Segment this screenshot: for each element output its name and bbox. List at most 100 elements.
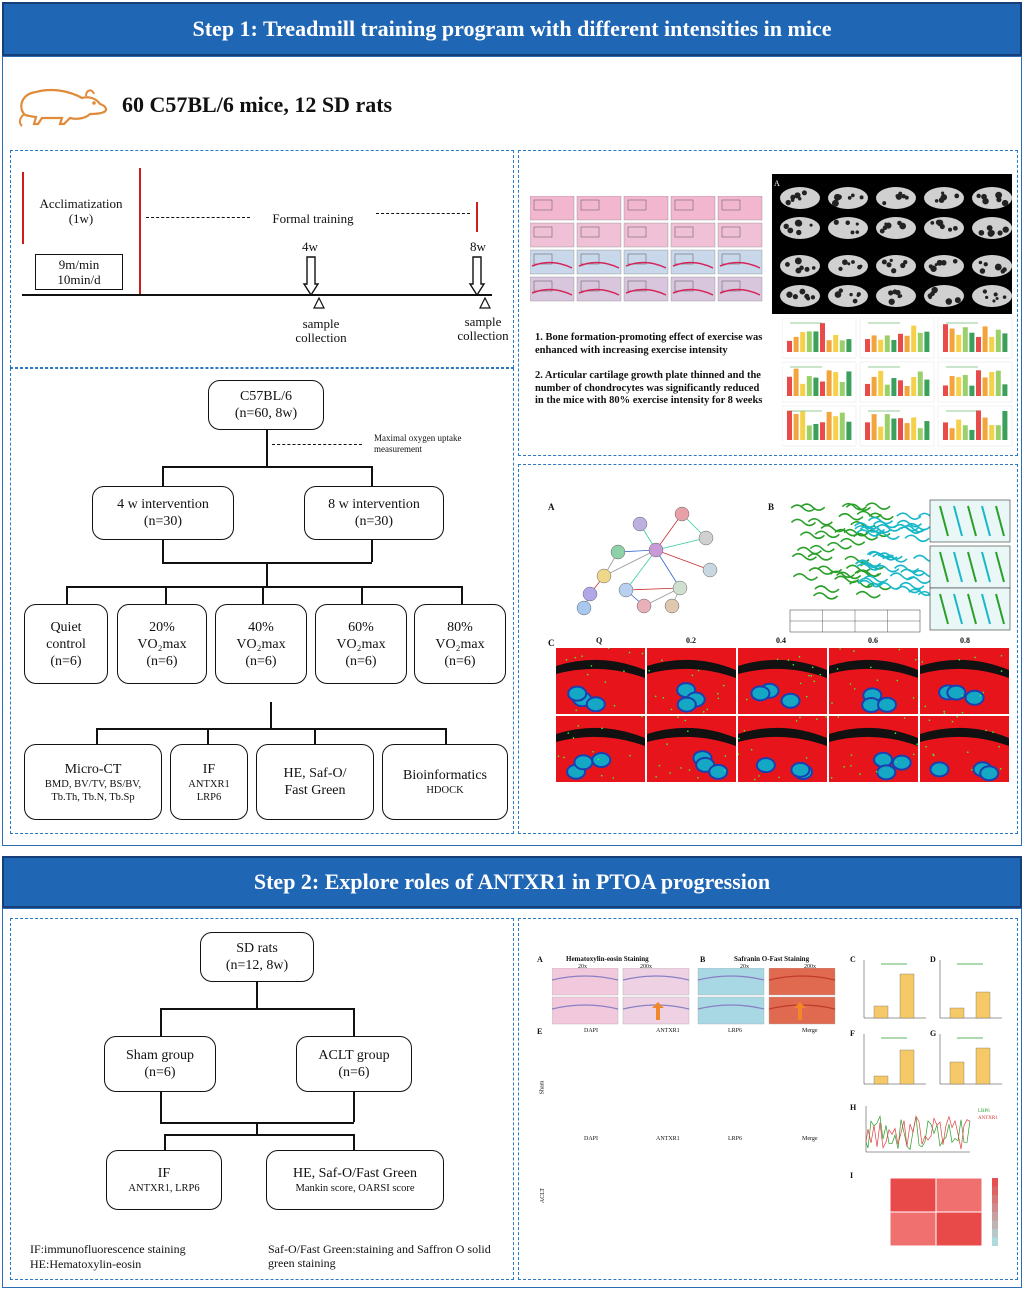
mini-bar (820, 422, 825, 440)
group-box-20: 20% VO₂max (n=6) (117, 604, 207, 684)
histology-zoom-box (580, 226, 600, 238)
protein-helix (856, 510, 882, 519)
microct-pore (838, 288, 844, 293)
microct-pore (855, 222, 859, 226)
method-box-microct: Micro-CT BMD, BV/TV, BS/BV, Tb.Th, Tb.N,… (24, 744, 162, 820)
microct-pore (859, 195, 864, 200)
microct-pore (941, 191, 945, 195)
if-dot (805, 757, 808, 759)
method-detail: ANTXR1 (188, 778, 230, 790)
microct-pore (995, 296, 999, 301)
if-cell (750, 685, 771, 702)
connector (66, 586, 462, 588)
if-dot (658, 764, 661, 767)
if-dot (933, 754, 935, 757)
microct-pore (884, 222, 888, 226)
if-dot (914, 658, 917, 661)
if-dot (661, 659, 663, 662)
mini-bar (1002, 333, 1008, 352)
connector (164, 1134, 354, 1136)
mini-bar (871, 376, 877, 396)
microct-pore (976, 193, 981, 199)
intensity-profile (865, 1106, 971, 1153)
mini-bar (806, 376, 812, 396)
if-dot (825, 716, 827, 718)
mouse-icon (18, 88, 108, 127)
if-dot (850, 764, 852, 767)
if-band (920, 727, 1009, 746)
microct-pore (834, 291, 842, 298)
mini-bar (846, 421, 852, 440)
if-dot (581, 655, 583, 657)
mag-label: 200x (804, 964, 816, 970)
acclimatization-duration: (1w) (68, 211, 94, 226)
network-edge (655, 513, 683, 551)
mini-bar (820, 323, 825, 352)
stain-tile (697, 996, 765, 1025)
histology-stain (578, 261, 620, 269)
network-edge (603, 549, 657, 577)
sd-root-box: SD rats (n=12, 8w) (200, 932, 314, 982)
protein-helix (894, 564, 920, 573)
mini-bar (943, 324, 948, 352)
protein-helix (845, 503, 871, 512)
if-dot (758, 775, 760, 777)
microct-pore (795, 267, 802, 274)
step2-frame (2, 908, 1022, 1288)
microct-pore (836, 194, 842, 200)
protein-helix (820, 524, 846, 533)
histology-zoom-box (721, 226, 741, 238)
if-dot (961, 695, 964, 697)
connector (266, 430, 268, 466)
if-dot (912, 753, 915, 756)
ch-label: ANTXR1 (656, 1136, 680, 1142)
microct-pore (898, 191, 903, 196)
if-dot (799, 682, 802, 685)
group-line: VO₂max (336, 636, 386, 652)
if-title: IF (157, 1166, 171, 1181)
if-dot (998, 745, 1000, 748)
connector (164, 1134, 166, 1150)
mini-bar (911, 376, 917, 396)
if-band (556, 659, 645, 678)
fig2-label-C: C (850, 955, 856, 964)
if-dot (979, 694, 982, 697)
if-dot (607, 648, 610, 650)
connector (270, 702, 272, 728)
acclimatization-label: Acclimatization (39, 196, 123, 211)
mini-bar (969, 385, 975, 396)
microct-pore (940, 195, 945, 200)
mini-bar (806, 331, 812, 352)
protein-helix (889, 572, 915, 580)
if-cell (585, 696, 606, 713)
protein-helix (808, 567, 834, 575)
mini-bar (813, 423, 819, 440)
protein-helix (826, 541, 853, 550)
protein-helix (882, 555, 908, 563)
mini-bar (956, 334, 962, 352)
correlation-heatmap (889, 1177, 998, 1247)
score-bar (899, 973, 915, 1019)
microct-pore (978, 229, 985, 236)
mini-bar (800, 383, 806, 396)
if-band (647, 659, 736, 678)
mini-bar (800, 332, 806, 352)
staining-grid (552, 968, 836, 1025)
histology-stain (578, 288, 620, 296)
histology-zoom-box (721, 253, 741, 265)
microct-pore (899, 222, 907, 230)
if-cell (790, 761, 811, 778)
if-dot (912, 697, 915, 699)
intervention-8w-box: 8 w intervention (n=30) (304, 486, 444, 540)
docking-residue (953, 593, 963, 625)
if-band (556, 727, 645, 746)
connector (461, 586, 463, 604)
mini-bar (833, 372, 839, 396)
mini-bar (884, 384, 890, 396)
if-cell (946, 684, 967, 701)
mini-bar (924, 379, 930, 396)
if-dot (670, 708, 673, 711)
histology-stain (531, 261, 573, 269)
triangle-icon (479, 297, 491, 309)
protein-helix (834, 528, 860, 537)
